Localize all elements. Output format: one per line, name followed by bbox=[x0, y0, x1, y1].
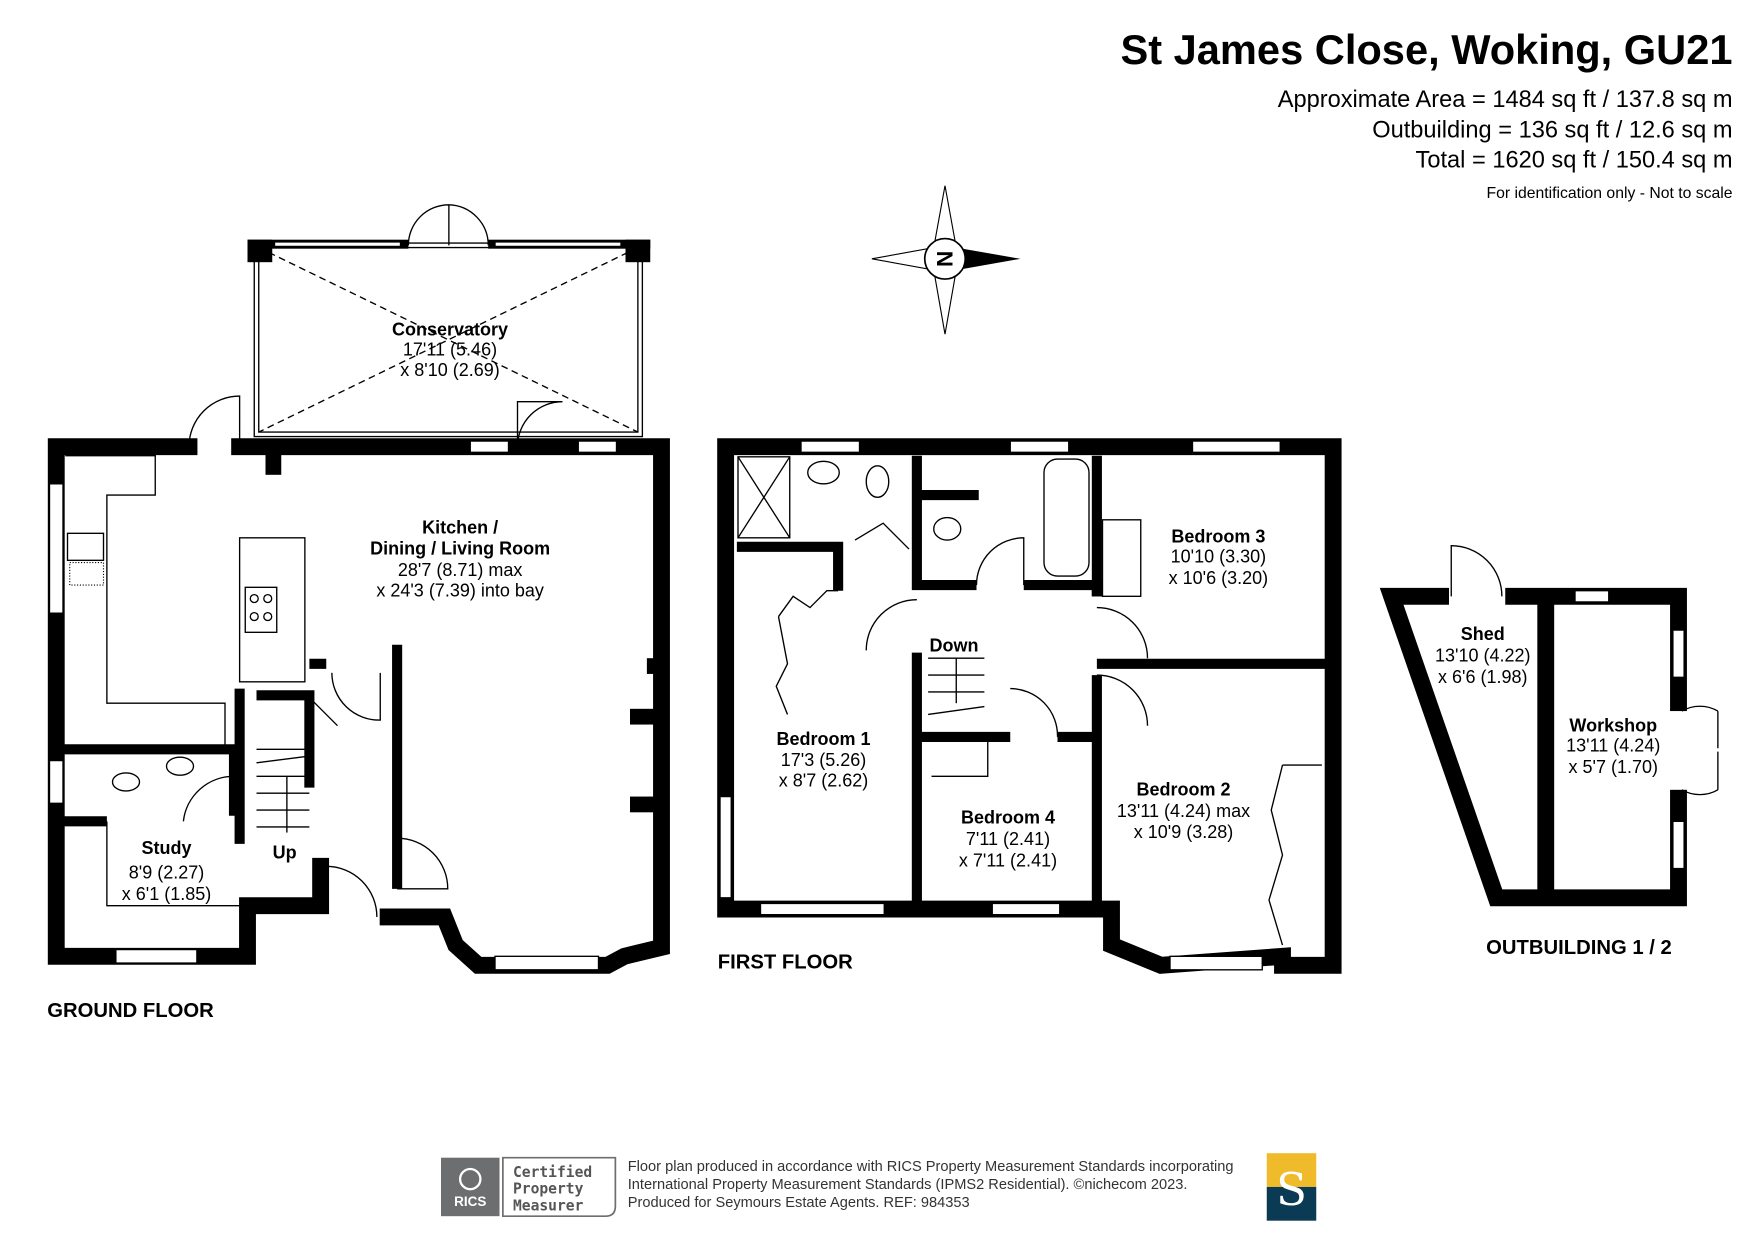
compass-north-letter: N bbox=[932, 251, 957, 267]
outbuilding-walls bbox=[1379, 545, 1719, 907]
disclaimer: For identification only - Not to scale bbox=[1487, 185, 1733, 202]
svg-text:Shed: Shed bbox=[1461, 624, 1505, 644]
footer-line-3: Produced for Seymours Estate Agents. REF… bbox=[628, 1195, 970, 1211]
svg-text:17'3 (5.26): 17'3 (5.26) bbox=[781, 750, 867, 770]
bedroom-2-label: Bedroom 2 13'11 (4.24) max x 10'9 (3.28) bbox=[1117, 779, 1250, 842]
svg-text:Bedroom 1: Bedroom 1 bbox=[776, 729, 870, 749]
ground-floor-walls bbox=[47, 395, 670, 974]
svg-text:Study: Study bbox=[141, 838, 191, 858]
svg-text:Measurer: Measurer bbox=[513, 1198, 584, 1215]
total-area: Total = 1620 sq ft / 150.4 sq m bbox=[1416, 148, 1733, 174]
svg-text:28'7 (8.71) max: 28'7 (8.71) max bbox=[398, 560, 523, 580]
stairs-up-label: Up bbox=[273, 842, 297, 862]
svg-text:RICS: RICS bbox=[454, 1194, 486, 1209]
footer-line-2: International Property Measurement Stand… bbox=[628, 1177, 1188, 1193]
first-floor-walls bbox=[717, 438, 1342, 974]
footer-line-1: Floor plan produced in accordance with R… bbox=[628, 1159, 1234, 1175]
svg-text:Conservatory: Conservatory bbox=[392, 319, 508, 339]
svg-text:x 5'7 (1.70): x 5'7 (1.70) bbox=[1569, 757, 1658, 777]
svg-text:x 24'3 (7.39) into bay: x 24'3 (7.39) into bay bbox=[376, 580, 544, 600]
conservatory-label: Conservatory 17'11 (5.46) x 8'10 (2.69) bbox=[392, 319, 508, 380]
svg-text:17'11 (5.46): 17'11 (5.46) bbox=[403, 340, 497, 360]
property-title: St James Close, Woking, GU21 bbox=[1120, 26, 1732, 73]
svg-text:10'10 (3.30): 10'10 (3.30) bbox=[1171, 547, 1267, 567]
svg-text:13'11 (4.24) max: 13'11 (4.24) max bbox=[1117, 801, 1250, 821]
stairs-down-label: Down bbox=[930, 635, 979, 655]
svg-text:8'9 (2.27): 8'9 (2.27) bbox=[129, 863, 204, 883]
svg-text:x 6'1 (1.85): x 6'1 (1.85) bbox=[122, 884, 211, 904]
bedroom-4-label: Bedroom 4 7'11 (2.41) x 7'11 (2.41) bbox=[959, 808, 1057, 871]
outbuilding-label: OUTBUILDING 1 / 2 bbox=[1486, 937, 1672, 959]
bedroom-3-label: Bedroom 3 10'10 (3.30) x 10'6 (3.20) bbox=[1169, 526, 1269, 588]
svg-text:13'10 (4.22): 13'10 (4.22) bbox=[1435, 646, 1531, 666]
compass-rose-icon: N bbox=[871, 185, 1021, 335]
svg-text:7'11 (2.41): 7'11 (2.41) bbox=[966, 829, 1050, 849]
svg-text:Kitchen /: Kitchen / bbox=[422, 517, 498, 537]
first-floor-label: FIRST FLOOR bbox=[718, 952, 853, 974]
svg-text:x 10'6 (3.20): x 10'6 (3.20) bbox=[1169, 568, 1269, 588]
svg-text:13'11 (4.24): 13'11 (4.24) bbox=[1566, 736, 1660, 756]
study-label: Study 8'9 (2.27) x 6'1 (1.85) bbox=[122, 838, 211, 904]
svg-text:x 10'9 (3.28): x 10'9 (3.28) bbox=[1134, 822, 1234, 842]
outbuilding-area: Outbuilding = 136 sq ft / 12.6 sq m bbox=[1372, 117, 1732, 143]
svg-text:Dining / Living Room: Dining / Living Room bbox=[370, 539, 550, 559]
svg-text:Bedroom 4: Bedroom 4 bbox=[961, 808, 1055, 828]
svg-text:Certified: Certified bbox=[513, 1164, 592, 1181]
seymours-logo: S bbox=[1266, 1153, 1317, 1221]
svg-text:x 6'6 (1.98): x 6'6 (1.98) bbox=[1438, 667, 1527, 687]
svg-text:Property: Property bbox=[513, 1181, 584, 1198]
svg-text:Bedroom 3: Bedroom 3 bbox=[1171, 526, 1265, 546]
conservatory-walls bbox=[247, 204, 651, 438]
bedroom-1-label: Bedroom 1 17'3 (5.26) x 8'7 (2.62) bbox=[776, 729, 870, 791]
kitchen-label: Kitchen / Dining / Living Room 28'7 (8.7… bbox=[370, 517, 550, 600]
svg-text:Workshop: Workshop bbox=[1569, 715, 1657, 735]
ground-floor-label: GROUND FLOOR bbox=[47, 1000, 214, 1022]
svg-text:S: S bbox=[1276, 1163, 1307, 1216]
svg-text:x 8'10 (2.69): x 8'10 (2.69) bbox=[400, 360, 500, 380]
workshop-label: Workshop 13'11 (4.24) x 5'7 (1.70) bbox=[1566, 715, 1660, 777]
svg-text:Bedroom 2: Bedroom 2 bbox=[1136, 779, 1230, 799]
approx-area: Approximate Area = 1484 sq ft / 137.8 sq… bbox=[1278, 87, 1733, 113]
svg-text:x 7'11 (2.41): x 7'11 (2.41) bbox=[959, 850, 1057, 870]
svg-text:x 8'7 (2.62): x 8'7 (2.62) bbox=[779, 770, 868, 790]
rics-badge: RICS Certified Property Measurer bbox=[441, 1156, 617, 1218]
shed-label: Shed 13'10 (4.22) x 6'6 (1.98) bbox=[1435, 624, 1531, 687]
